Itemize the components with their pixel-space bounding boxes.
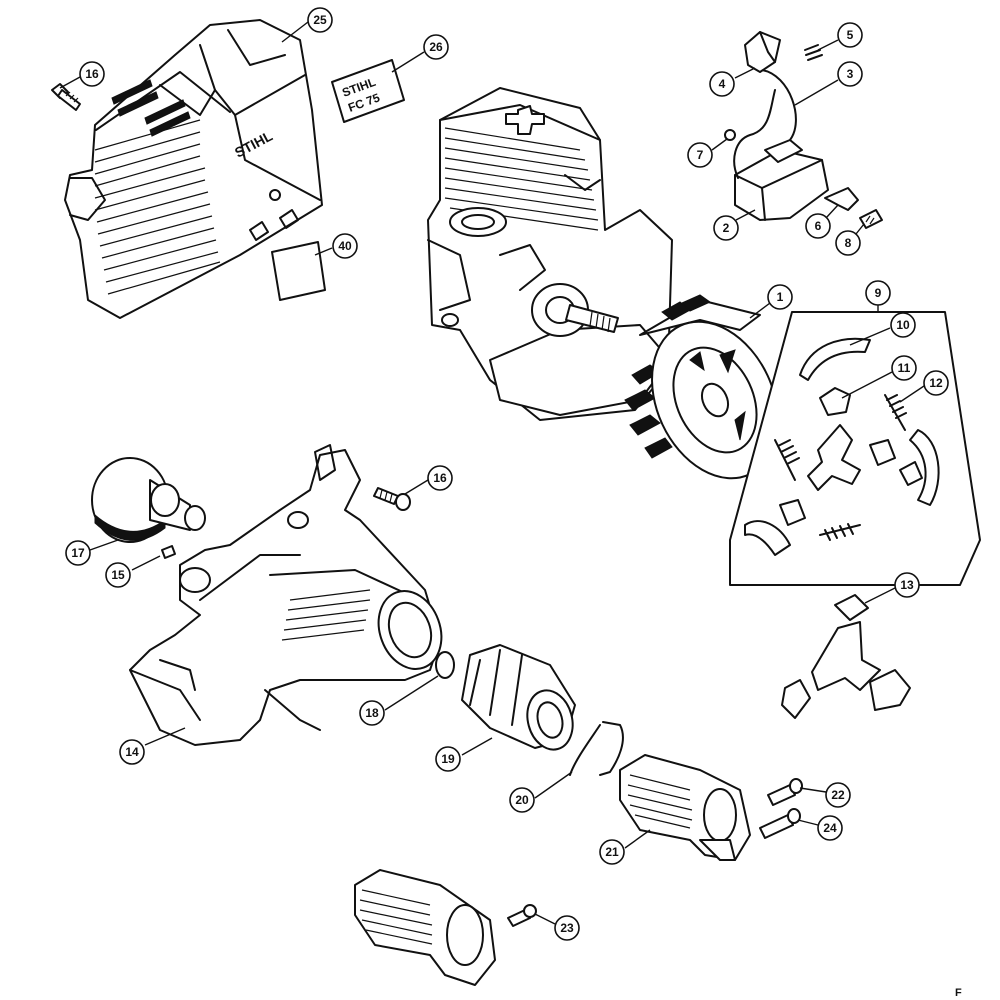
callout-18: 18 [359, 700, 385, 726]
spark-plug-boot [744, 31, 781, 73]
callout-24: 24 [817, 815, 843, 841]
spark-plug-spring [804, 44, 823, 61]
callout-9: 9 [865, 280, 891, 306]
engine-block [427, 87, 673, 421]
callout-40: 40 [332, 233, 358, 259]
tube-clamp [619, 754, 751, 861]
svg-text:9: 9 [875, 286, 882, 300]
callout-2: 2 [713, 215, 739, 241]
callout-20: 20 [509, 787, 535, 813]
shroud-fins [94, 119, 221, 295]
svg-text:20: 20 [515, 793, 529, 807]
ignition-coil [734, 139, 829, 221]
shroud-screw-hole [269, 189, 281, 201]
svg-text:1: 1 [777, 290, 784, 304]
svg-text:16: 16 [85, 67, 99, 81]
callout-5: 5 [837, 22, 863, 48]
callout-16-top: 16 [79, 61, 105, 87]
leader-lines [59, 21, 925, 925]
callout-3: 3 [837, 61, 863, 87]
housing-slots [281, 589, 371, 641]
svg-text:25: 25 [313, 13, 327, 27]
svg-text:4: 4 [719, 77, 726, 91]
clutch-spider [781, 594, 911, 719]
clutch-drum [91, 457, 206, 543]
svg-text:2: 2 [723, 221, 730, 235]
callout-8: 8 [835, 230, 861, 256]
sleeve [461, 644, 576, 751]
svg-text:22: 22 [831, 788, 845, 802]
washer-7 [724, 129, 736, 141]
screw-23 [507, 904, 537, 927]
callout-22: 22 [825, 782, 851, 808]
screw-top [51, 83, 81, 111]
callout-4: 4 [709, 71, 735, 97]
callout-10: 10 [890, 312, 916, 338]
callout-23: 23 [554, 915, 580, 941]
svg-text:23: 23 [560, 921, 574, 935]
svg-text:24: 24 [823, 821, 837, 835]
callout-14: 14 [119, 739, 145, 765]
svg-text:17: 17 [71, 546, 85, 560]
screw-22 [767, 778, 803, 806]
svg-text:12: 12 [929, 376, 943, 390]
svg-text:11: 11 [898, 361, 911, 375]
svg-text:18: 18 [365, 706, 379, 720]
callout-17: 17 [65, 540, 91, 566]
flywheel [624, 294, 779, 480]
circlip [435, 651, 455, 679]
svg-text:8: 8 [845, 236, 852, 250]
callout-11: 11 [891, 355, 917, 381]
pin [161, 545, 176, 559]
corner-mark: F [955, 987, 962, 999]
screw-24 [759, 808, 801, 839]
callout-15: 15 [105, 562, 131, 588]
callout-1: 1 [767, 284, 793, 310]
svg-text:19: 19 [441, 752, 455, 766]
callout-26: 26 [423, 34, 449, 60]
callout-19: 19 [435, 746, 461, 772]
model-label: STIHL FC 75 [331, 59, 405, 123]
svg-text:15: 15 [111, 568, 125, 582]
svg-text:3: 3 [847, 67, 854, 81]
svg-text:10: 10 [896, 318, 910, 332]
callout-12: 12 [923, 370, 949, 396]
callout-7: 7 [687, 142, 713, 168]
callout-16-middle: 16 [427, 465, 453, 491]
clutch-assembly [729, 311, 981, 586]
svg-text:40: 40 [338, 239, 352, 253]
gear-housing [129, 444, 443, 746]
short-circuit-wire [824, 187, 859, 211]
svg-text:5: 5 [847, 28, 854, 42]
callout-6: 6 [805, 213, 831, 239]
engine-shroud: STIHL [64, 19, 323, 319]
callout-25: 25 [307, 7, 333, 33]
shroud-vents [111, 79, 191, 137]
ignition-lead [733, 69, 797, 179]
svg-text:26: 26 [429, 40, 443, 54]
bottom-clamp [354, 869, 496, 986]
svg-text:21: 21 [605, 845, 619, 859]
decal [271, 241, 326, 301]
svg-text:14: 14 [125, 745, 139, 759]
callout-21: 21 [599, 839, 625, 865]
callout-13: 13 [894, 572, 920, 598]
svg-text:7: 7 [697, 148, 704, 162]
svg-text:16: 16 [433, 471, 447, 485]
svg-text:13: 13 [900, 578, 914, 592]
cylinder-fins [439, 104, 601, 231]
screw-middle [373, 487, 411, 511]
retaining-ring [569, 721, 624, 776]
svg-text:6: 6 [815, 219, 822, 233]
